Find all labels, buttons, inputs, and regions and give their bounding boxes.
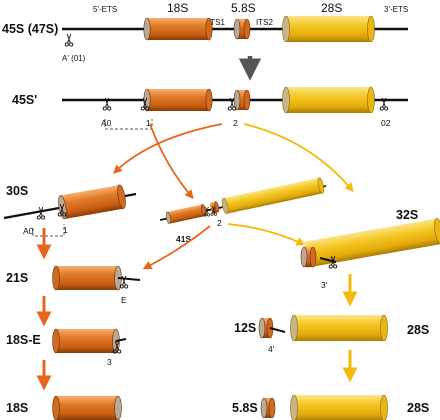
site-a0: A0 [101, 118, 112, 128]
site-2: 2 [233, 118, 238, 128]
arrow-to-21s [142, 225, 211, 270]
row-45s-precursor: 45S (47S) 5'-ETS 18S ITS1 5.8S ITS2 28S … [2, 1, 408, 63]
rna-strand [269, 327, 286, 333]
label-28s-final: 28S [407, 401, 429, 415]
cylinder-5-8s [233, 89, 251, 111]
label-28s: 28S [407, 323, 429, 337]
site-e: E [121, 295, 127, 305]
site-2: 2 [217, 218, 222, 228]
label-21s: 21S [6, 271, 28, 285]
product-28s-final: 28S [290, 394, 429, 420]
label-30s: 30S [6, 184, 28, 198]
label-5-8s: 5.8S [231, 1, 256, 15]
intermediate-41s: 41S 2 [159, 177, 327, 244]
cylinder-18s [52, 328, 120, 354]
label-45s-prime: 45S' [12, 93, 37, 107]
cylinder-18s [143, 17, 213, 41]
cylinder-28s [302, 218, 440, 268]
cylinder-5-8s [209, 201, 220, 214]
cylinder-5-8s [233, 18, 251, 40]
cylinder-5-8s [258, 317, 274, 339]
site-3-prime: 3' [321, 280, 328, 290]
cylinder-28s [282, 86, 375, 114]
label-32s: 32S [396, 208, 418, 222]
label-5ets: 5'-ETS [93, 5, 117, 14]
label-18s-final: 18S [6, 401, 28, 415]
label-its1: ITS1 [208, 18, 225, 27]
cylinder-5-8s [300, 246, 317, 268]
cylinder-18s [165, 204, 207, 224]
arrow-to-32s [243, 123, 354, 193]
product-28s-mid: 28S [290, 314, 429, 342]
site-02: 02 [381, 118, 391, 128]
intermediate-32s: 32S 3' [300, 208, 440, 290]
site-1: 1 [63, 225, 68, 235]
product-5-8s: 5.8S [232, 397, 276, 419]
excised-fragment-bracket [104, 119, 153, 130]
cylinder-28s [290, 314, 388, 342]
intermediate-12s: 12S 4' [234, 317, 286, 354]
rna-strand [117, 277, 141, 281]
scissors-icon [64, 33, 74, 47]
site-a0: A0 [23, 226, 34, 236]
label-45s-47s: 45S (47S) [2, 22, 58, 36]
excised-fragment-bracket [32, 224, 65, 237]
rna-strand [115, 338, 127, 342]
site-3: 3 [107, 357, 112, 367]
cylinder-18s [52, 395, 122, 420]
site-a-prime-01: A' (01) [62, 54, 86, 63]
cylinder-5-8s [260, 397, 276, 419]
cylinder-18s [143, 88, 213, 112]
arrow-to-30s [113, 123, 223, 174]
label-41s: 41S [176, 234, 191, 244]
cylinder-18s [52, 265, 122, 291]
scissors-icon [36, 206, 46, 220]
label-18s-e: 18S-E [6, 333, 41, 347]
label-5-8s-final: 5.8S [232, 401, 258, 415]
site-4-prime: 4' [268, 344, 275, 354]
label-3ets: 3'-ETS [384, 5, 408, 14]
site-1: 1 [146, 118, 151, 128]
arrow-to-41s [149, 123, 194, 200]
label-18s: 18S [167, 1, 188, 15]
label-12s: 12S [234, 321, 256, 335]
intermediate-21s: 21S E [6, 265, 141, 305]
cylinder-28s [282, 15, 375, 43]
row-45s-prime: 45S' A0 1 2 02 [12, 86, 408, 130]
label-its2: ITS2 [256, 18, 273, 27]
arrow-to-32s [227, 223, 306, 246]
intermediate-30s: 30S A0 1 [3, 184, 137, 237]
cylinder-18s [58, 184, 126, 220]
product-18s: 18S [6, 395, 122, 420]
label-28s: 28S [321, 1, 342, 15]
cylinder-28s [221, 177, 325, 215]
intermediate-18s-e: 18S-E 3 [6, 328, 127, 367]
cylinder-28s [290, 394, 388, 420]
